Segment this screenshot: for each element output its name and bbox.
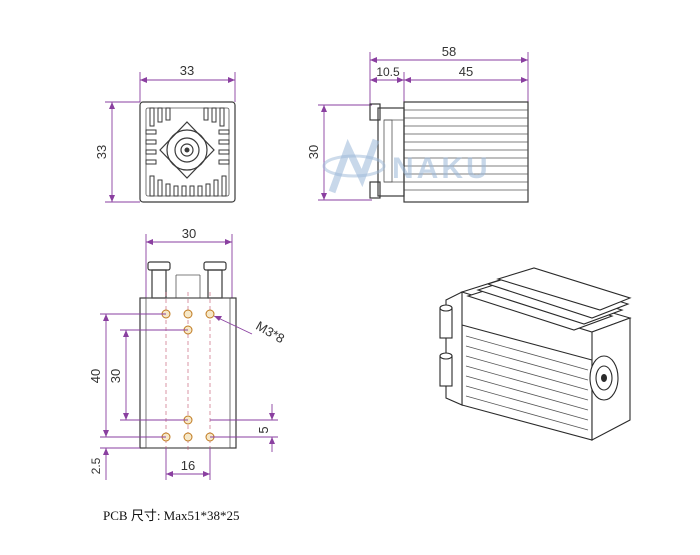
side-height-label: 30 xyxy=(306,145,321,159)
side-cap-length-label: 10.5 xyxy=(376,65,400,79)
front-view: 33 33 xyxy=(94,63,236,203)
iso-side-fins xyxy=(465,335,589,431)
side-total-length-label: 58 xyxy=(442,44,456,59)
pcb-size-note: PCB 尺寸: Max51*38*25 xyxy=(103,508,240,523)
mounting-holes xyxy=(161,309,215,442)
bottom-view: 30 M3*8 xyxy=(88,226,287,480)
front-width-label: 33 xyxy=(180,63,194,78)
bottom-hole-spacing-label: 16 xyxy=(181,458,195,473)
bottom-height-outer-label: 40 xyxy=(88,369,103,383)
side-body-length-label: 45 xyxy=(459,64,473,79)
bottom-offset-right-label: 5 xyxy=(256,426,271,433)
front-top-fins xyxy=(149,107,225,127)
bottom-width-label: 30 xyxy=(182,226,196,241)
front-height-label: 33 xyxy=(94,145,109,159)
hole-spec-label: M3*8 xyxy=(253,318,287,346)
side-fins xyxy=(404,109,528,191)
iso-top-fins xyxy=(466,267,632,331)
watermark-logo: NAKU xyxy=(322,138,491,194)
watermark-text: NAKU xyxy=(392,152,491,185)
isometric-view xyxy=(439,267,632,441)
bottom-offset-bottom-label: 2.5 xyxy=(89,457,103,474)
front-bottom-fins xyxy=(149,175,227,197)
bottom-height-inner-label: 30 xyxy=(108,369,123,383)
side-view: 58 10.5 45 30 xyxy=(306,44,529,203)
